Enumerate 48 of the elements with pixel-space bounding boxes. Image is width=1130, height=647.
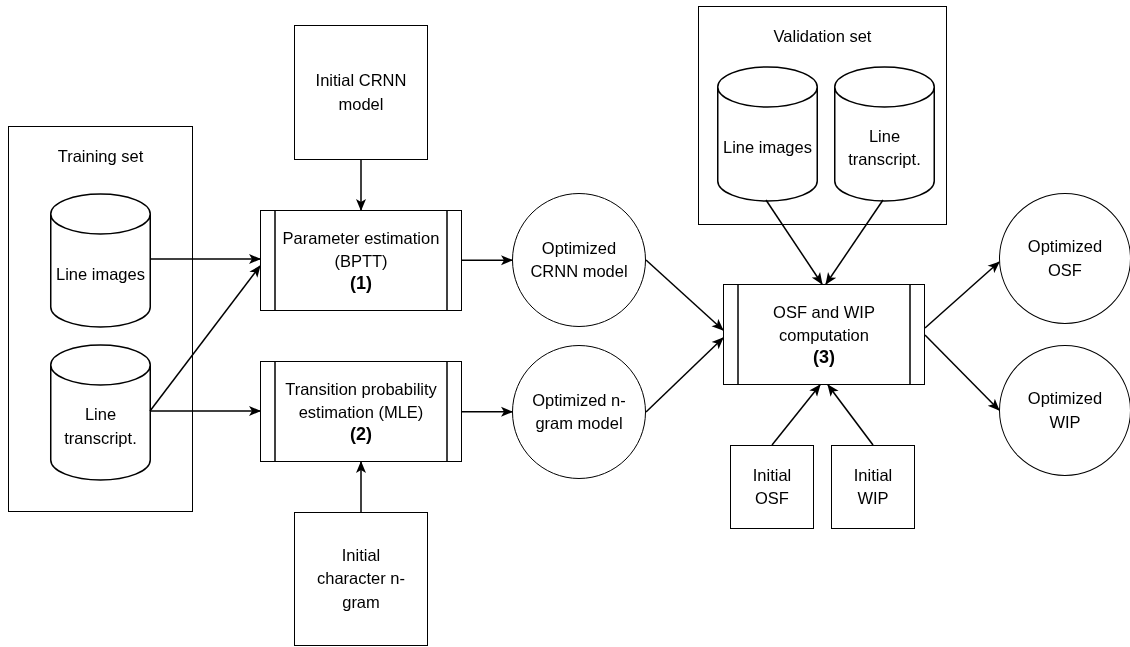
process-box xyxy=(260,361,462,462)
arrow xyxy=(924,261,1000,329)
input-box xyxy=(294,512,428,646)
node-label: Initial OSF xyxy=(751,464,793,509)
node-label: Transition probability estimation (MLE) xyxy=(284,378,438,423)
process-box xyxy=(723,284,925,385)
arrow xyxy=(645,259,724,331)
arrow xyxy=(645,337,724,413)
arrow xyxy=(924,334,1000,411)
node-label: Line transcript. xyxy=(63,404,138,449)
arrow xyxy=(356,159,366,211)
node-label: Optimized CRNN model xyxy=(529,237,629,282)
node-label: Initial CRNN model xyxy=(314,70,408,115)
database-cylinder xyxy=(50,345,151,480)
database-cylinder xyxy=(50,194,151,327)
arrow xyxy=(356,461,366,513)
node-label: Optimized n-gram model xyxy=(531,389,627,434)
node-label: Initial WIP xyxy=(852,464,894,509)
input-box xyxy=(294,25,428,160)
database-cylinder xyxy=(834,67,935,201)
arrow xyxy=(771,384,821,446)
step-number: (3) xyxy=(813,346,835,369)
input-box xyxy=(730,445,814,529)
node-label: Line transcript. xyxy=(847,125,922,170)
process-box xyxy=(260,210,462,311)
group-container xyxy=(698,6,947,225)
arrow xyxy=(825,199,884,285)
arrow xyxy=(461,255,513,266)
step-number: (1) xyxy=(350,272,372,295)
group-title: Training set xyxy=(57,146,144,167)
step-number: (2) xyxy=(350,423,372,446)
input-box xyxy=(831,445,915,529)
arrow xyxy=(827,384,874,446)
node-label: Line images xyxy=(723,137,812,159)
group-title: Validation set xyxy=(773,26,872,47)
database-cylinder xyxy=(717,67,818,201)
node-label: Optimized OSF xyxy=(1026,236,1104,281)
arrow xyxy=(149,406,261,416)
group-container xyxy=(8,126,193,512)
arrow xyxy=(149,265,261,412)
node-label: Optimized WIP xyxy=(1026,388,1104,433)
node-label: OSF and WIP computation xyxy=(772,301,876,346)
arrow xyxy=(461,406,513,417)
node-label: Initial character n-gram xyxy=(315,545,406,613)
arrow xyxy=(149,254,261,264)
node-label: Parameter estimation (BPTT) xyxy=(281,227,441,272)
arrow xyxy=(765,199,823,285)
node-label: Line images xyxy=(56,263,145,285)
